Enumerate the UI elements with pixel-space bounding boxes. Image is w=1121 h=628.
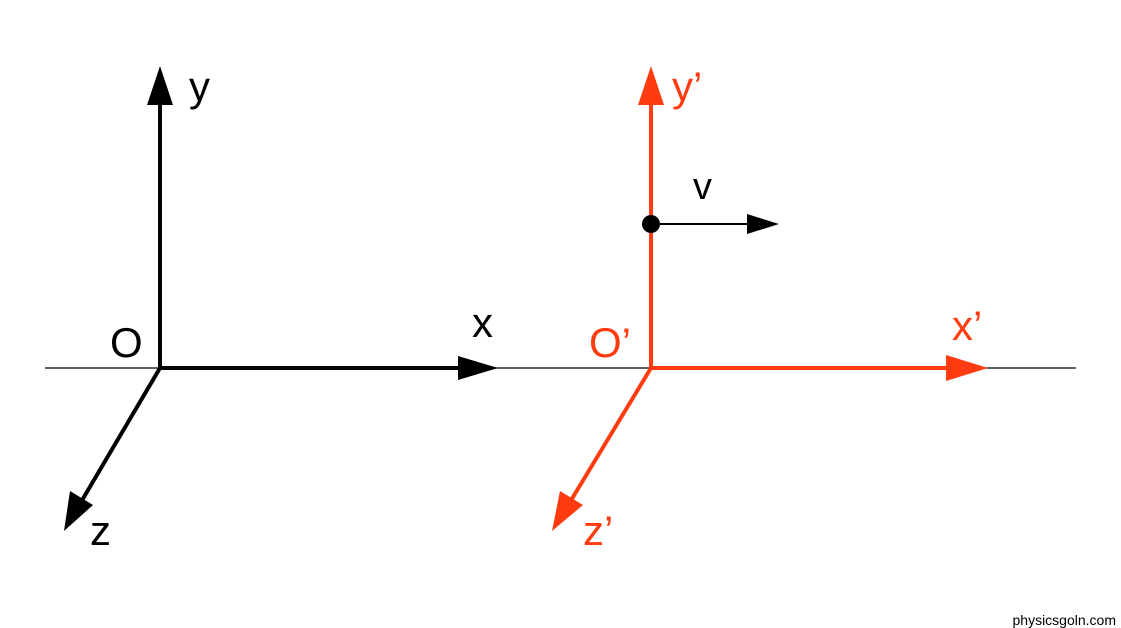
frame-s-prime: O’ x’ y’ z’ <box>552 63 988 554</box>
z-prime-axis-arrowhead <box>552 491 583 531</box>
z-axis <box>79 366 162 504</box>
z-axis-label: z <box>90 507 111 554</box>
y-axis-arrowhead <box>147 66 173 105</box>
origin-prime-label: O’ <box>589 319 631 366</box>
y-prime-axis-arrowhead <box>638 66 664 105</box>
y-axis-label: y <box>189 63 210 110</box>
velocity-arrowhead <box>747 214 779 234</box>
velocity-vector: v <box>642 166 779 234</box>
z-axis-arrowhead <box>64 491 93 531</box>
x-axis-label: x <box>472 299 493 346</box>
velocity-point <box>642 215 660 233</box>
z-prime-axis <box>568 366 653 504</box>
origin-label: O <box>110 319 143 366</box>
z-prime-axis-label: z’ <box>583 507 613 554</box>
x-prime-axis-label: x’ <box>952 302 982 349</box>
x-prime-axis-arrowhead <box>946 355 988 381</box>
velocity-label: v <box>693 166 712 208</box>
watermark: physicsgoln.com <box>1013 612 1117 628</box>
x-axis-arrowhead <box>458 356 498 380</box>
y-prime-axis-label: y’ <box>672 63 702 110</box>
frame-s: O x y z <box>64 63 498 554</box>
